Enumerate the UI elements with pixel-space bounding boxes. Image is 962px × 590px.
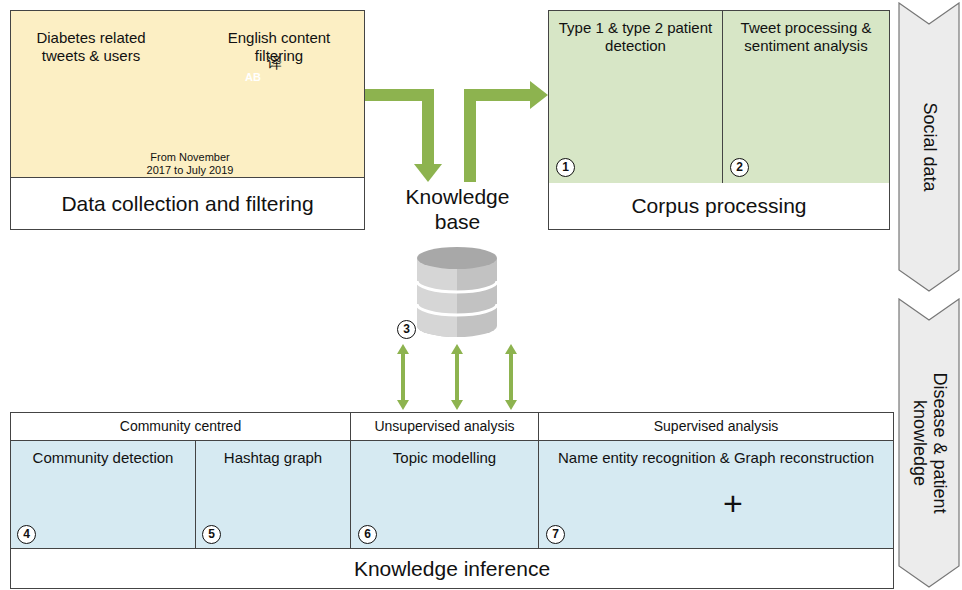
database-icon bbox=[417, 247, 497, 337]
band-label: Disease & patient knowledge bbox=[909, 368, 949, 518]
annotation: 译 bbox=[259, 54, 289, 71]
node-label: Community detection bbox=[11, 441, 195, 467]
annotation: AB bbox=[236, 71, 270, 84]
node-label: Type 1 & type 2 patient detection bbox=[549, 11, 722, 55]
panel: Knowledge inferenceCommunity centredComm… bbox=[10, 412, 894, 589]
method-cell: Topic modelling bbox=[351, 441, 538, 548]
method-cell: Community detection bbox=[11, 441, 196, 548]
panel-title: Knowledge inference bbox=[11, 548, 893, 588]
callout-number: 3 bbox=[397, 320, 416, 339]
panel: Corpus processing Type 1 & type 2 patient… bbox=[548, 10, 890, 230]
chevron-band: Disease & patient knowledge bbox=[898, 298, 960, 588]
panel-title: Data collection and filtering bbox=[11, 177, 364, 229]
node-label: Topic modelling bbox=[351, 441, 538, 467]
connector-line bbox=[455, 353, 459, 401]
connector-line bbox=[509, 353, 513, 401]
node-label: Name entity recognition & Graph reconstr… bbox=[539, 441, 893, 467]
callout-number: 7 bbox=[546, 525, 565, 544]
panel-title: Corpus processing bbox=[549, 181, 889, 229]
connector-line bbox=[365, 95, 428, 165]
connector bbox=[365, 95, 442, 182]
step-box: English content filtering bbox=[209, 21, 349, 141]
arrowhead bbox=[530, 81, 548, 109]
connector bbox=[470, 81, 548, 182]
column-header: Unsupervised analysis bbox=[351, 413, 538, 441]
arrowhead bbox=[505, 400, 517, 410]
callout-number: 4 bbox=[17, 525, 36, 544]
band-label: Social data bbox=[919, 72, 939, 222]
chevron-band: Social data bbox=[898, 2, 960, 292]
step-cell: Tweet processing & sentiment analysis bbox=[723, 11, 889, 183]
column-header: Community centred bbox=[11, 413, 350, 441]
node-label: Hashtag graph bbox=[196, 441, 350, 467]
connector bbox=[397, 344, 409, 410]
callout-number: 2 bbox=[730, 158, 749, 177]
node-label: Tweet processing & sentiment analysis bbox=[723, 11, 889, 55]
arrowhead bbox=[414, 164, 442, 182]
node-label: Knowledge base bbox=[395, 182, 520, 234]
arrowhead bbox=[397, 400, 409, 410]
connector bbox=[451, 344, 463, 410]
arrowhead bbox=[451, 400, 463, 410]
connector-line bbox=[401, 353, 405, 401]
connector bbox=[505, 344, 517, 410]
arrowhead bbox=[397, 344, 409, 354]
column-header: Supervised analysis bbox=[539, 413, 893, 441]
callout-number: 1 bbox=[556, 158, 575, 177]
callout-number: 6 bbox=[358, 525, 377, 544]
panel: Data collection and filtering Diabetes re… bbox=[10, 10, 365, 230]
group-column: Supervised analysisName entity recogniti… bbox=[539, 413, 893, 548]
callout-number: 5 bbox=[202, 525, 221, 544]
database-node: Knowledge base bbox=[395, 182, 520, 342]
group-column: Community centredCommunity detectionHash… bbox=[11, 413, 351, 548]
arrowhead bbox=[451, 344, 463, 354]
group-column: Unsupervised analysisTopic modelling bbox=[351, 413, 539, 548]
step-cell: Type 1 & type 2 patient detection bbox=[549, 11, 723, 183]
annotation: + bbox=[716, 484, 750, 523]
step-box: Diabetes related tweets & users bbox=[26, 21, 156, 141]
method-cell: Name entity recognition & Graph reconstr… bbox=[539, 441, 893, 548]
connector-line bbox=[470, 95, 531, 182]
node-label: Diabetes related tweets & users bbox=[26, 21, 156, 65]
arrowhead bbox=[505, 344, 517, 354]
annotation: From November 2017 to July 2019 bbox=[142, 151, 238, 176]
